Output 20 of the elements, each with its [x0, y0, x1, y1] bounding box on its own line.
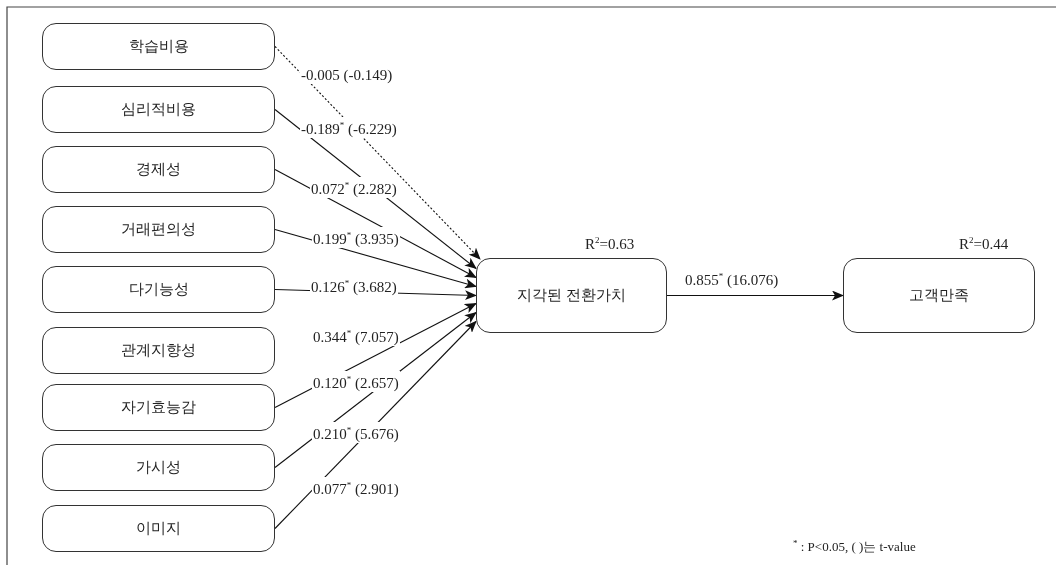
edge-label: 0.210$^{*}$ (5.676): [312, 422, 400, 443]
construct-box: 고객만족: [843, 258, 1035, 333]
edge-label: 0.072$^{*}$ (2.282): [310, 177, 398, 198]
construct-box: 학습비용: [42, 23, 275, 70]
construct-box: 경제성: [42, 146, 275, 193]
edge-label: -0.189$^{*}$ (-6.229): [300, 117, 398, 138]
edge-label: 0.120$^{*}$ (2.657): [312, 371, 400, 392]
construct-box: 거래편의성: [42, 206, 275, 253]
construct-box: 심리적비용: [42, 86, 275, 133]
construct-box: 가시성: [42, 444, 275, 491]
construct-box: 관계지향성: [42, 327, 275, 374]
construct-box: 자기효능감: [42, 384, 275, 431]
construct-box: 이미지: [42, 505, 275, 552]
edge-label: 0.077$^{*}$ (2.901): [312, 477, 400, 498]
arrow: [274, 45, 481, 260]
arrow: [666, 290, 844, 301]
construct-box: 다기능성: [42, 266, 275, 313]
edge-label: -0.005 (-0.149): [300, 67, 394, 84]
construct-box: 지각된 전환가치: [476, 258, 667, 333]
edge-label: 0.199$^{*}$ (3.935): [312, 227, 400, 248]
